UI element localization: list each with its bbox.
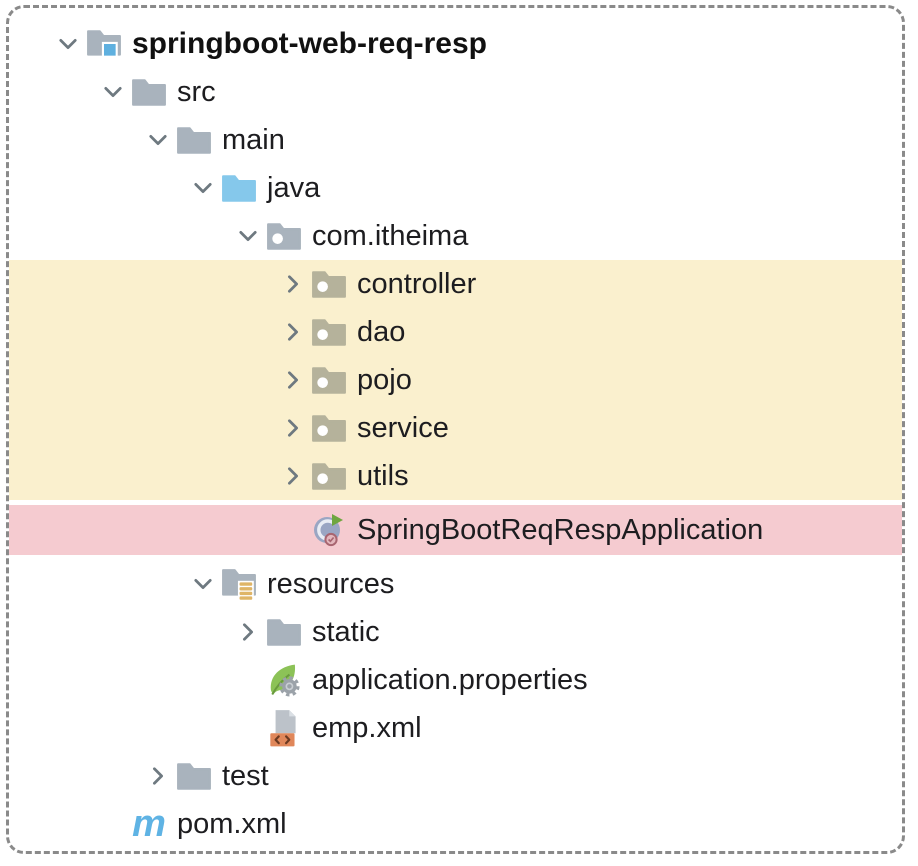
tree-item-controller[interactable]: controller xyxy=(9,260,902,308)
tree-item-application-properties[interactable]: application.properties xyxy=(9,656,902,704)
tree-item-dao[interactable]: dao xyxy=(9,308,902,356)
tree-item-label: java xyxy=(267,171,321,204)
tree-item-label: pojo xyxy=(357,363,412,396)
chevron-down-icon[interactable] xyxy=(186,569,220,599)
tree-item-label: utils xyxy=(357,459,409,492)
tree-item-test[interactable]: test xyxy=(9,752,902,800)
chevron-right-icon[interactable] xyxy=(276,413,310,443)
tree-item-com-itheima[interactable]: com.itheima xyxy=(9,212,902,260)
chevron-down-icon[interactable] xyxy=(51,29,85,59)
chevron-right-icon[interactable] xyxy=(276,317,310,347)
project-folder-icon xyxy=(85,25,123,63)
tree-item-springboot-web-req-resp[interactable]: springboot-web-req-resp xyxy=(9,20,902,68)
chevron-right-icon[interactable] xyxy=(276,269,310,299)
tree-item-emp-xml[interactable]: emp.xml xyxy=(9,704,902,752)
chevron-right-icon[interactable] xyxy=(276,365,310,395)
tree-item-label: main xyxy=(222,123,285,156)
tree-item-label: SpringBootReqRespApplication xyxy=(357,513,764,546)
chevron-down-icon[interactable] xyxy=(96,77,130,107)
folder-icon xyxy=(265,613,303,651)
tree-item-label: service xyxy=(357,411,449,444)
tree-item-java[interactable]: java xyxy=(9,164,902,212)
package-icon xyxy=(310,457,348,495)
package-icon xyxy=(265,217,303,255)
tree-item-label: test xyxy=(222,759,269,792)
chevron-down-icon[interactable] xyxy=(141,125,175,155)
chevron-placeholder xyxy=(276,515,310,545)
spring-properties-file-icon xyxy=(265,661,303,699)
package-icon xyxy=(310,265,348,303)
tree-item-label: com.itheima xyxy=(312,219,469,252)
chevron-right-icon[interactable] xyxy=(141,761,175,791)
tree-item-service[interactable]: service xyxy=(9,404,902,452)
chevron-right-icon[interactable] xyxy=(276,461,310,491)
maven-file-icon: m xyxy=(132,803,166,845)
tree-item-label: src xyxy=(177,75,216,108)
folder-icon xyxy=(175,757,213,795)
tree-item-label: resources xyxy=(267,567,395,600)
tree-item-label: application.properties xyxy=(312,663,588,696)
package-icon xyxy=(310,361,348,399)
tree-item-static[interactable]: static xyxy=(9,608,902,656)
chevron-placeholder xyxy=(231,665,265,695)
tree-item-utils[interactable]: utils xyxy=(9,452,902,500)
tree-item-main[interactable]: main xyxy=(9,116,902,164)
tree-item-label: static xyxy=(312,615,380,648)
chevron-placeholder xyxy=(231,713,265,743)
tree-item-resources[interactable]: resources xyxy=(9,560,902,608)
tree-item-src[interactable]: src xyxy=(9,68,902,116)
xml-file-icon xyxy=(265,709,303,747)
tree-item-pojo[interactable]: pojo xyxy=(9,356,902,404)
chevron-down-icon[interactable] xyxy=(186,173,220,203)
resources-folder-icon xyxy=(220,565,258,603)
package-icon xyxy=(310,409,348,447)
folder-icon xyxy=(130,73,168,111)
tree-item-label: dao xyxy=(357,315,406,348)
chevron-down-icon[interactable] xyxy=(231,221,265,251)
folder-icon xyxy=(175,121,213,159)
java-sources-folder-icon xyxy=(220,169,258,207)
chevron-placeholder xyxy=(96,809,130,839)
tree-item-pom-xml[interactable]: m pom.xml xyxy=(9,800,902,848)
tree-item-label: springboot-web-req-resp xyxy=(132,27,488,60)
springboot-class-icon xyxy=(310,511,348,549)
tree-item-label: pom.xml xyxy=(177,807,287,840)
tree-item-springbootreqrespapplication[interactable]: SpringBootReqRespApplication xyxy=(9,505,902,555)
tree-item-label: controller xyxy=(357,267,477,300)
package-icon xyxy=(310,313,348,351)
project-tree-panel: springboot-web-req-resp src main java xyxy=(6,5,905,854)
tree-item-label: emp.xml xyxy=(312,711,422,744)
chevron-right-icon[interactable] xyxy=(231,617,265,647)
